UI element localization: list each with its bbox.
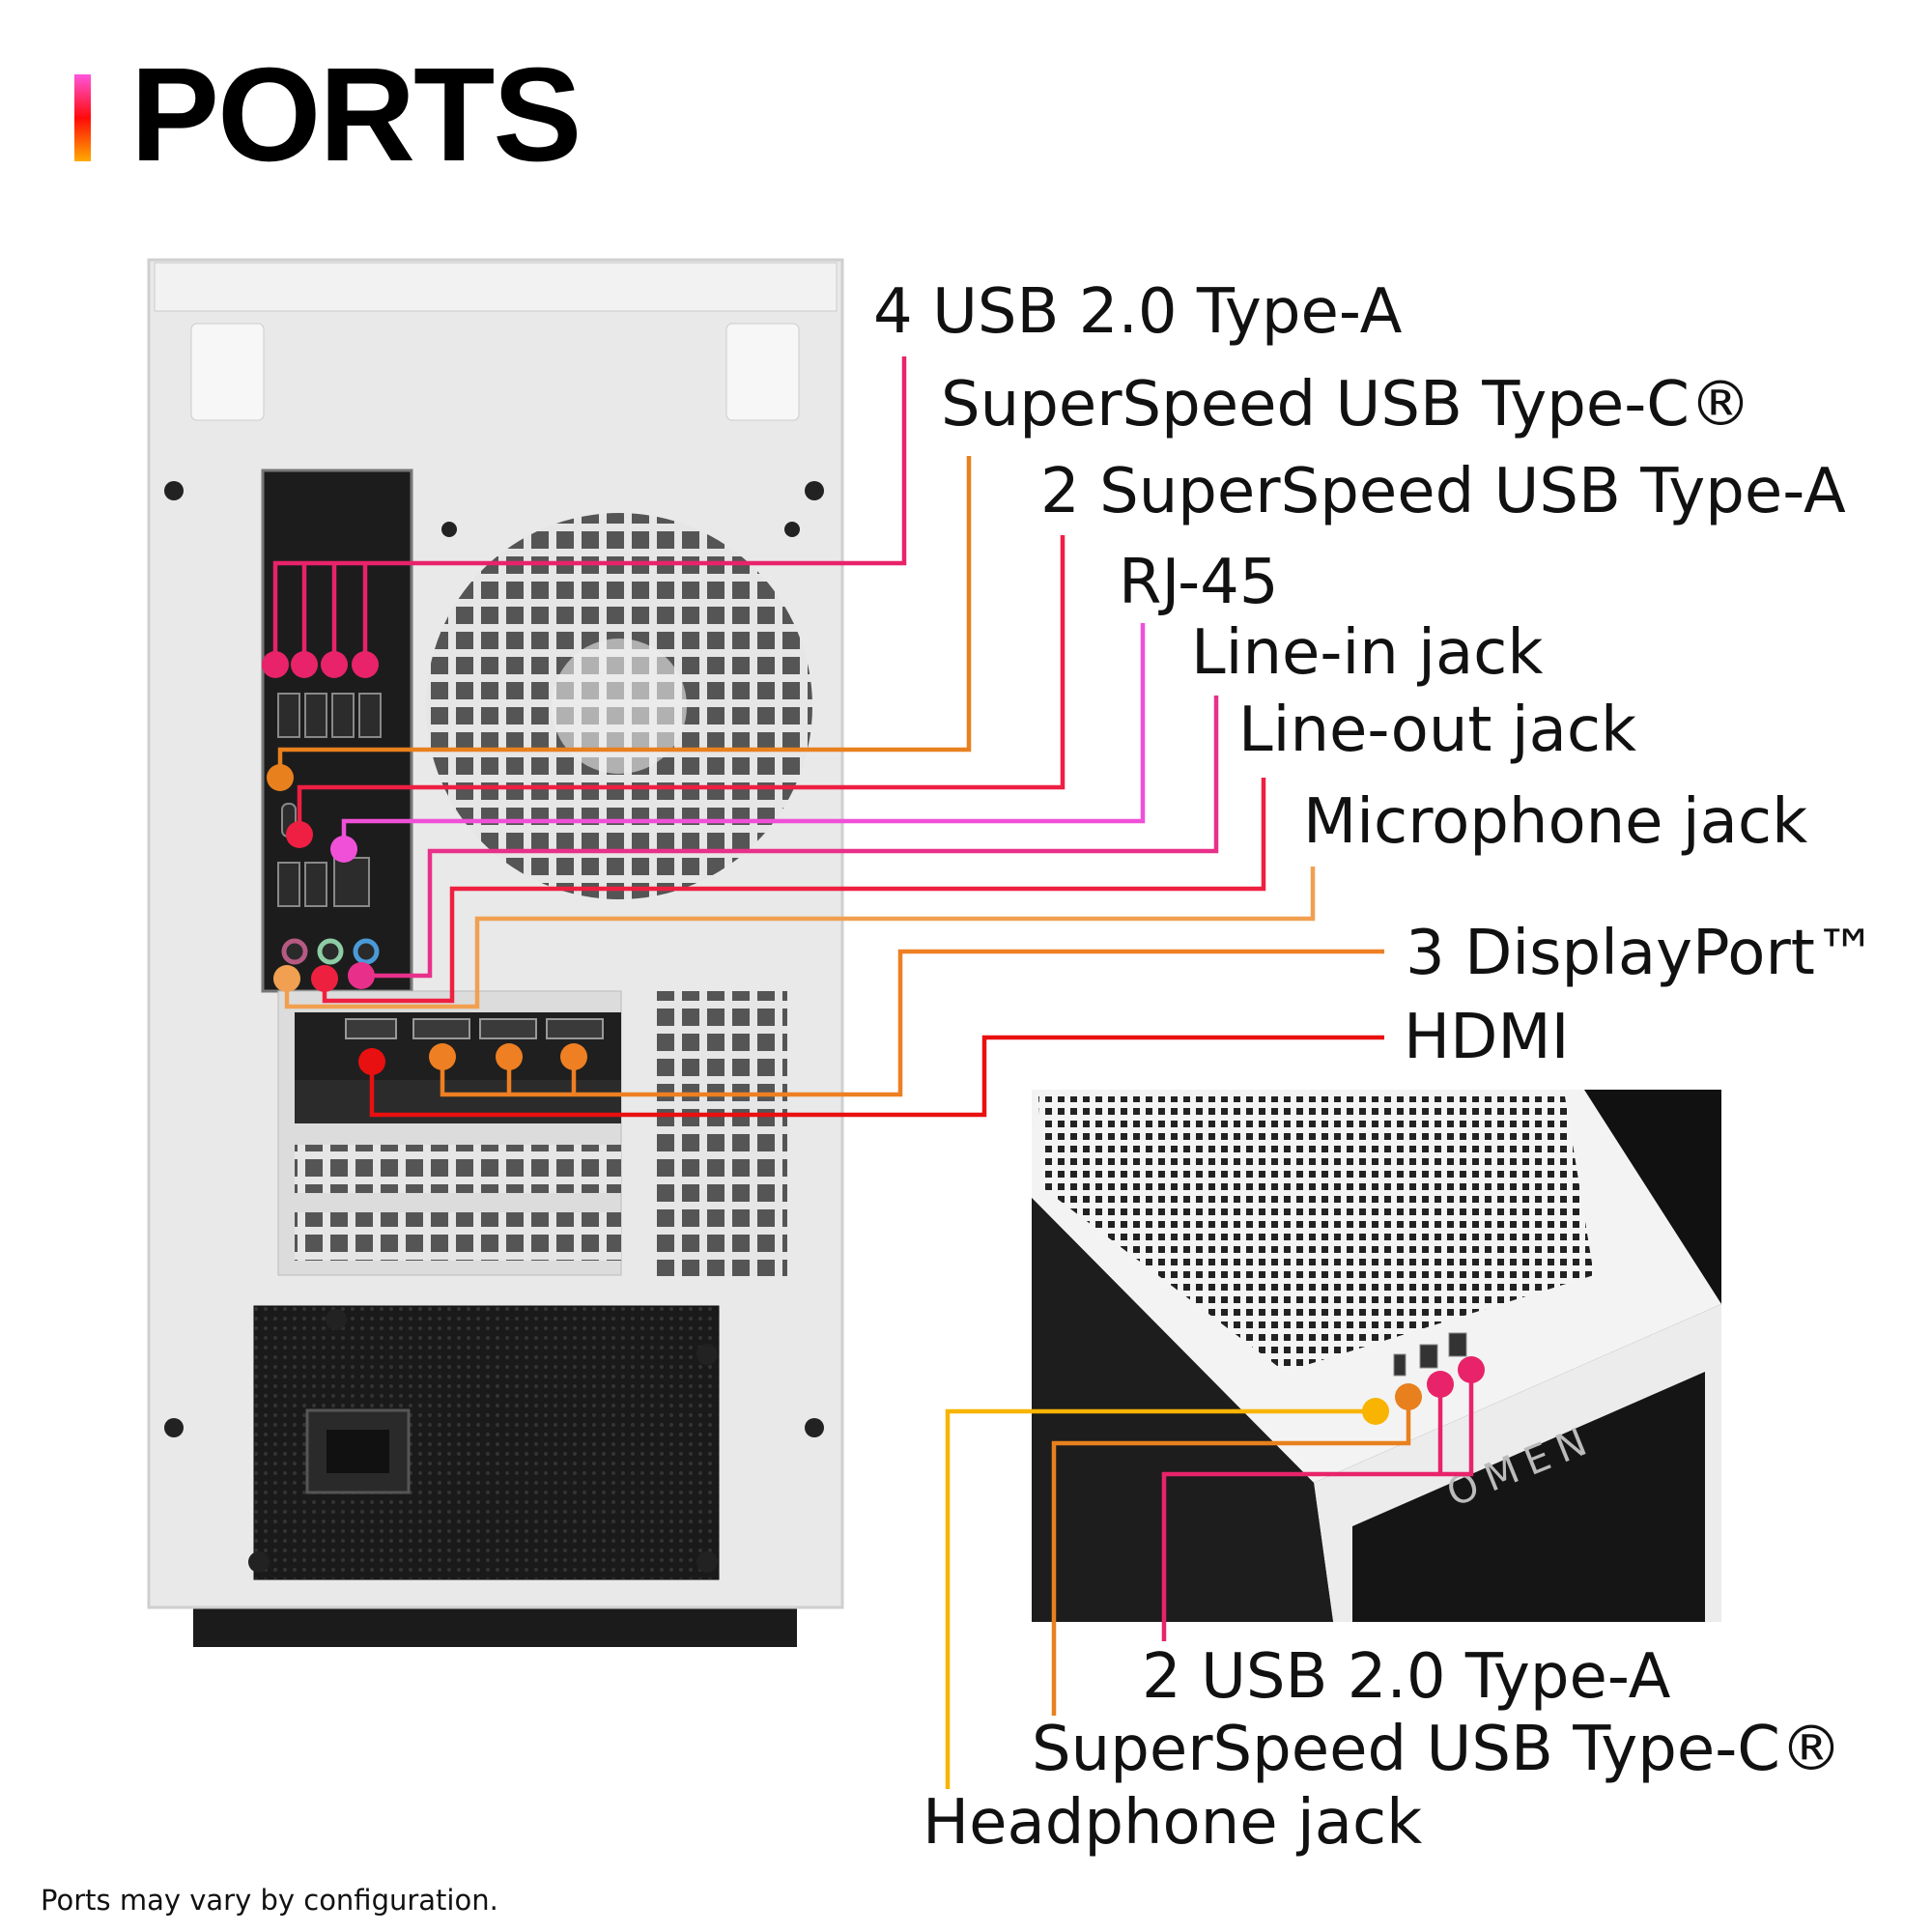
label-mic: Microphone jack [1303, 786, 1807, 858]
marker-ss-usba [286, 821, 313, 848]
label-displayport: 3 DisplayPort™ [1406, 918, 1877, 989]
marker-line-in [348, 962, 375, 989]
front-case-illustration: OMEN [1032, 1090, 1721, 1622]
label-usb2: 4 USB 2.0 Type-A [873, 276, 1403, 348]
label-front-usb2: 2 USB 2.0 Type-A [1142, 1641, 1671, 1713]
footnote: Ports may vary by configuration. [41, 1884, 498, 1917]
marker-front-usb2 [1458, 1356, 1485, 1383]
marker-rj45 [330, 836, 357, 863]
marker-front-usb2 [1427, 1371, 1454, 1398]
rear-case-illustration [147, 258, 844, 1647]
page-title: PORTS [130, 41, 580, 189]
label-headphone: Headphone jack [923, 1787, 1422, 1859]
label-line-in: Line-in jack [1191, 617, 1543, 689]
label-typec: SuperSpeed USB Type-C® [941, 369, 1751, 440]
marker-usb2 [291, 651, 318, 678]
marker-front-typec [1395, 1383, 1422, 1410]
marker-usb2 [352, 651, 379, 678]
title-accent-bar [74, 74, 91, 161]
marker-headphone [1362, 1398, 1389, 1425]
marker-line-out [311, 965, 338, 992]
marker-hdmi [358, 1048, 385, 1075]
port-markers [262, 651, 1485, 1425]
label-front-typec: SuperSpeed USB Type-C® [1032, 1714, 1842, 1785]
label-rj45: RJ-45 [1119, 547, 1279, 618]
marker-typec [267, 764, 294, 791]
marker-displayport [496, 1043, 523, 1070]
leader-lines [272, 356, 1474, 1789]
marker-usb2 [262, 651, 289, 678]
label-hdmi: HDMI [1404, 1002, 1570, 1073]
marker-displayport [429, 1043, 456, 1070]
label-line-out: Line-out jack [1238, 695, 1636, 766]
marker-mic [273, 965, 300, 992]
marker-displayport [560, 1043, 587, 1070]
label-ss-usba: 2 SuperSpeed USB Type-A [1040, 456, 1846, 527]
marker-usb2 [321, 651, 348, 678]
